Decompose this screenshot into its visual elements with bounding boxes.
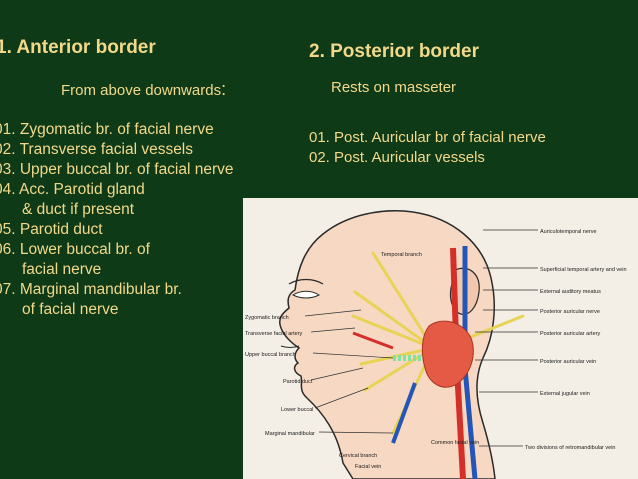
label-external-jugular-vein: External jugular vein <box>540 391 590 397</box>
label-facial-vein: Facial vein <box>355 464 381 470</box>
anterior-border-heading: 1. Anterior border <box>0 37 156 58</box>
anterior-item-3: 03. Upper buccal br. of facial nerve <box>0 161 234 178</box>
label-upper-buccal-branch: Upper buccal branch <box>245 352 296 358</box>
label-posterior-auricular-nerve: Posterior auricular nerve <box>540 309 600 315</box>
anterior-item-6: 06. Lower buccal br. of <box>0 241 150 258</box>
label-lower-buccal: Lower buccal <box>281 407 313 413</box>
anterior-item-2: 02. Transverse facial vessels <box>0 141 194 158</box>
label-auriculotemporal-nerve: Auriculotemporal nerve <box>540 229 597 235</box>
subheading-colon: : <box>221 79 227 99</box>
anterior-item-1: 01. Zygomatic br. of facial nerve <box>0 121 214 138</box>
posterior-item-1: 01. Post. Auricular br of facial nerve <box>309 129 546 146</box>
anterior-item-7: 07. Marginal mandibular br. <box>0 281 182 298</box>
label-parotid-duct: Parotid duct <box>283 379 313 385</box>
leader-lines <box>304 229 538 447</box>
label-posterior-auricular-artery: Posterior auricular artery <box>540 331 600 337</box>
lips <box>280 345 300 348</box>
transverse-facial-artery <box>352 331 394 350</box>
head-diagram: Auriculotemporal nerve Superficial tempo… <box>245 210 627 479</box>
posterior-border-heading: 2. Posterior border <box>309 41 479 62</box>
posterior-item-2: 02. Post. Auricular vessels <box>309 149 485 166</box>
anterior-item-4-cont: & duct if present <box>22 201 135 218</box>
parotid-illustration: Auriculotemporal nerve Superficial tempo… <box>243 198 638 479</box>
eye <box>291 290 321 299</box>
label-external-auditory-meatus: External auditory meatus <box>540 289 601 295</box>
label-common-facial-vein: Common facial vein <box>431 440 479 446</box>
subheading-text: From above downwards <box>61 82 222 99</box>
anterior-item-7-cont: of facial nerve <box>22 301 119 318</box>
label-zygomatic-branch: Zygomatic branch <box>245 315 289 321</box>
posterior-border-subheading: Rests on masseter <box>331 79 457 96</box>
anterior-item-6-cont: facial nerve <box>22 261 102 278</box>
anterior-item-4: 04. Acc. Parotid gland <box>0 181 145 198</box>
anterior-border-subheading: From above downwards: <box>61 79 226 100</box>
common-facial-vein <box>391 382 417 444</box>
label-temporal-branch: Temporal branch <box>381 252 422 258</box>
label-cervical-branch: Cervical branch <box>339 453 377 459</box>
label-marginal-mandibular: Marginal mandibular <box>265 431 315 437</box>
label-retromandibular-vein: Two divisions of retromandibular vein <box>525 445 616 451</box>
label-posterior-auricular-vein: Posterior auricular vein <box>540 359 596 365</box>
parotid-gland <box>421 320 474 388</box>
anterior-item-5: 05. Parotid duct <box>0 221 103 238</box>
label-superficial-temporal: Superficial temporal artery and vein <box>540 267 627 273</box>
eyebrow <box>288 278 324 285</box>
label-transverse-facial-artery: Transverse facial artery <box>245 331 303 337</box>
